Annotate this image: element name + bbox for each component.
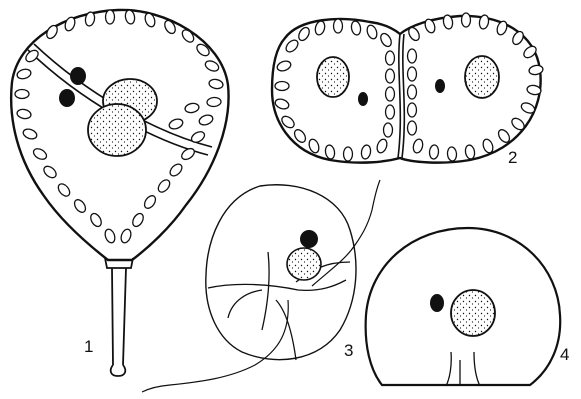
chloroplast <box>180 146 197 161</box>
cell-1-nucleus-lower <box>88 104 146 156</box>
chloroplast <box>447 147 457 162</box>
chloroplast <box>464 144 475 159</box>
cell-4-eyespot <box>430 294 444 312</box>
chloroplast <box>386 105 395 119</box>
cell-2-eyespot-right <box>435 79 445 93</box>
chloroplast <box>334 19 343 33</box>
chloroplast <box>207 97 222 107</box>
cell-2-nucleus-left <box>317 57 349 97</box>
chloroplast <box>72 198 87 215</box>
chloroplast <box>408 49 417 63</box>
label-1: 1 <box>84 337 93 356</box>
chloroplast <box>156 178 172 195</box>
chloroplast <box>208 78 223 89</box>
chloroplast <box>89 212 104 229</box>
chloroplast <box>344 147 353 161</box>
chloroplast <box>190 130 207 145</box>
chloroplast <box>462 13 471 27</box>
cell-2-eyespot-left <box>358 92 368 106</box>
cell-3 <box>142 180 380 392</box>
cell-3-wall <box>206 185 356 360</box>
chloroplast <box>106 10 115 24</box>
chloroplast <box>42 164 59 180</box>
chloroplast <box>103 228 116 244</box>
chloroplast <box>522 44 539 60</box>
cell-2 <box>272 13 544 163</box>
cell-2-nucleus-right <box>465 56 499 98</box>
chloroplast <box>386 87 395 101</box>
chloroplast <box>275 82 289 91</box>
cell-2-division-line <box>398 34 404 158</box>
cell-1-eyespot-a <box>70 67 86 85</box>
cell-4-nucleus <box>451 290 495 336</box>
chloroplast <box>180 28 196 45</box>
chloroplast <box>119 228 132 244</box>
chloroplast <box>16 68 32 80</box>
chloroplast <box>274 97 290 110</box>
cell-4 <box>366 228 561 386</box>
chloroplast <box>16 108 31 119</box>
chloroplast <box>408 85 417 99</box>
chloroplast <box>142 194 157 211</box>
chloroplast <box>324 144 335 159</box>
chloroplast <box>384 123 393 137</box>
chloroplast <box>184 102 199 113</box>
chloroplast <box>408 103 417 117</box>
chloroplast <box>131 212 146 229</box>
chloroplast <box>379 32 394 49</box>
chloroplast <box>195 42 212 58</box>
chloroplast <box>168 117 184 130</box>
chloroplast <box>32 147 49 162</box>
cell-3-flagellum-lower <box>142 300 288 392</box>
chloroplast <box>168 162 184 178</box>
chloroplast <box>412 138 424 154</box>
chloroplast <box>386 51 395 65</box>
chloroplast <box>386 69 395 83</box>
chloroplast <box>198 113 214 126</box>
chloroplast <box>408 121 417 135</box>
cell-3-nucleus <box>287 248 321 280</box>
chloroplast <box>365 24 378 40</box>
chloroplast <box>276 59 292 72</box>
label-2: 2 <box>508 148 517 167</box>
chloroplast <box>511 30 526 47</box>
chloroplast <box>15 90 29 99</box>
chloroplast <box>375 138 388 154</box>
chloroplast <box>56 182 72 199</box>
chloroplast <box>22 127 38 140</box>
chloroplast <box>429 145 439 160</box>
cell-1 <box>11 9 228 376</box>
cell-3-eyespot <box>300 230 318 248</box>
chloroplast <box>204 59 220 73</box>
label-3: 3 <box>344 341 353 360</box>
label-4: 4 <box>560 345 569 364</box>
chloroplast <box>408 67 417 81</box>
chloroplast <box>360 144 371 159</box>
cell-1-eyespot-b <box>59 89 75 107</box>
chloroplast <box>495 20 508 36</box>
cell-1-stalk <box>105 258 133 376</box>
cell-2-chloroplast-ring <box>274 13 544 161</box>
chloroplast <box>284 38 300 54</box>
chloroplast <box>350 20 361 35</box>
cell-4-base-lines <box>446 352 480 386</box>
